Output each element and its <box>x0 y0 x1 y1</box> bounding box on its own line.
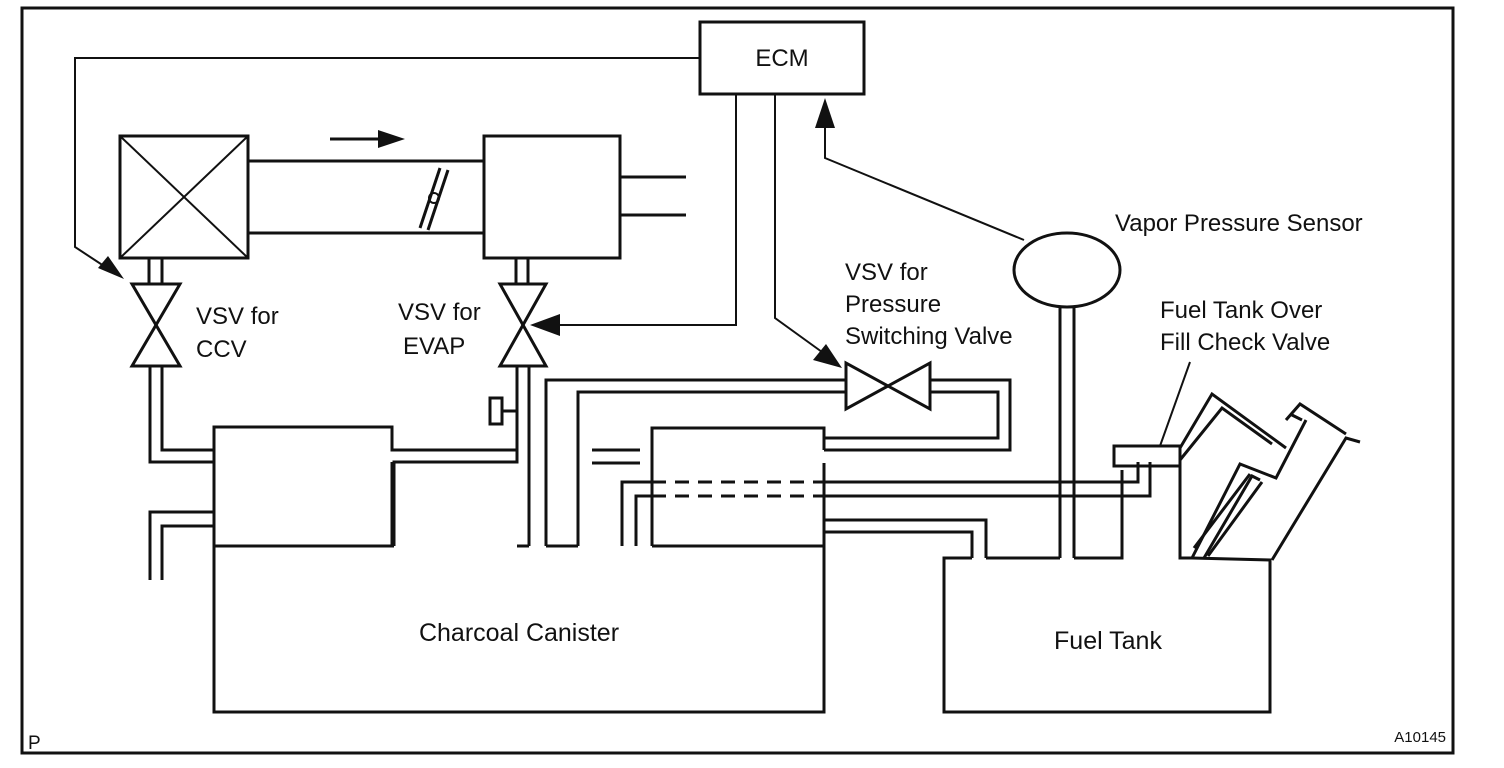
air-cleaner-box <box>118 134 250 260</box>
pressure-switching-outer-line <box>544 378 1012 546</box>
ecm-to-vsv-psv-line <box>774 94 823 353</box>
ecm-to-vsv-ccv-line <box>74 57 700 271</box>
corner-letter: P <box>28 733 41 754</box>
vsv-psv-label-line3: Switching Valve <box>845 323 1013 350</box>
canister-right-chamber <box>650 426 826 546</box>
vsv-evap-valve-top <box>497 282 549 329</box>
vsv-psv-label-line1: VSV for <box>845 259 928 286</box>
vsv-ccv-valve-top <box>129 282 183 328</box>
fill-check-valve-label-line1: Fuel Tank Over <box>1160 297 1322 324</box>
vsv-ccv-label-line2: CCV <box>196 336 247 363</box>
charcoal-canister-label: Charcoal Canister <box>419 619 619 647</box>
canister-left-chamber <box>212 425 517 546</box>
vsv-evap-pipe-upper <box>514 258 530 284</box>
canister-to-tank-line <box>824 518 988 558</box>
fuel-tank-label: Fuel Tank <box>1054 627 1162 655</box>
vsv-ccv-label-line1: VSV for <box>196 303 279 330</box>
fill-check-valve-leader <box>1159 361 1191 447</box>
intake-manifold-box <box>482 134 622 260</box>
vsv-evap-label-line1: VSV for <box>398 299 481 326</box>
diagram-frame <box>20 6 1455 755</box>
tank-vapor-line-outer <box>620 480 652 546</box>
tank-vapor-line-inner <box>634 494 652 546</box>
charcoal-canister-body <box>212 544 826 714</box>
vsv-evap-signal-arrowhead <box>530 314 560 336</box>
figure-code: A10145 <box>1394 729 1446 746</box>
vapor-pressure-sensor <box>1012 231 1122 309</box>
vsv-ccv-valve-bottom <box>129 322 183 368</box>
pressure-switching-inner-line <box>576 390 1000 546</box>
air-cleaner-x-2 <box>119 135 249 259</box>
vsv-evap-valve-bottom <box>497 321 549 368</box>
fill-check-valve-label-line2: Fill Check Valve <box>1160 329 1330 356</box>
vsv-evap-pipe-lower <box>392 366 531 546</box>
ecm-input-arrowhead <box>815 98 835 128</box>
vsv-psv-valve-right <box>884 360 932 412</box>
sensor-to-ecm-line <box>824 125 1025 241</box>
intake-flow-arrowhead <box>378 130 405 148</box>
vsv-evap-connector <box>488 396 504 426</box>
vsv-ccv-signal-arrowhead <box>98 256 124 279</box>
ecm-to-vsv-evap-line <box>560 94 737 326</box>
vsv-ccv-pipe-upper <box>147 258 164 284</box>
fill-check-valve <box>1112 444 1182 468</box>
tank-vapor-line-right-outer <box>824 462 1140 484</box>
canister-air-vent <box>148 510 214 580</box>
filler-neck-outer <box>1178 391 1287 461</box>
vsv-psv-label-line2: Pressure <box>845 291 941 318</box>
vsv-evap-label-line2: EVAP <box>403 333 465 360</box>
vapor-pressure-sensor-label: Vapor Pressure Sensor <box>1115 210 1363 237</box>
throttle-shaft <box>428 192 440 204</box>
ecm-label: ECM <box>755 45 808 72</box>
vsv-psv-signal-arrowhead <box>813 344 842 368</box>
tank-vapor-line-right-inner <box>824 462 1152 498</box>
filler-cap <box>1270 402 1361 561</box>
sensor-pipe <box>1058 307 1076 558</box>
fuel-tank-body <box>942 465 1272 714</box>
vsv-ccv-pipe-lower <box>148 366 214 464</box>
filler-neck-tube <box>1192 473 1264 557</box>
vsv-psv-valve-left <box>844 360 892 412</box>
filler-neck-pipe <box>1190 419 1308 559</box>
